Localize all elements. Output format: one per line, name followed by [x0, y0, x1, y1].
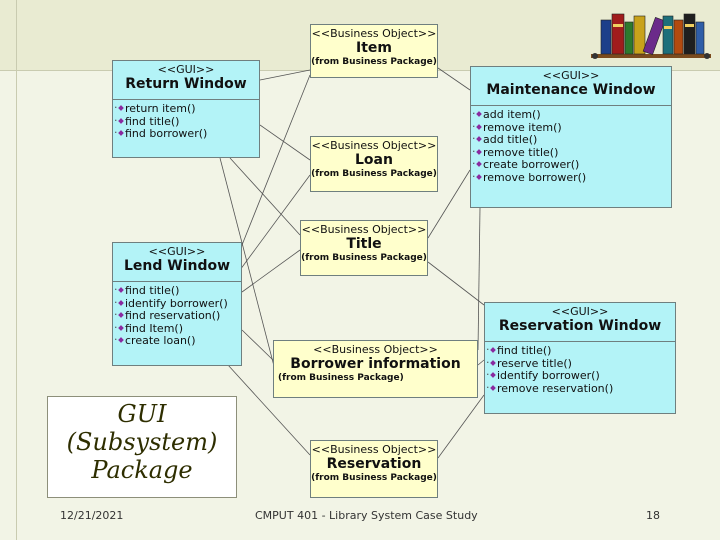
operation: remove borrower()	[472, 171, 671, 185]
link-lend-reservation	[227, 364, 311, 456]
from-label: (from Business Package)	[311, 473, 437, 483]
operation-icon	[490, 384, 496, 391]
caption-line: (Subsystem)	[66, 428, 218, 456]
stereotype-label: <<Business Object>>	[311, 27, 437, 40]
package-caption: GUI (Subsystem) Package	[47, 396, 237, 498]
return-window-class: <<GUI>> Return Window return item() find…	[112, 60, 260, 158]
operation-icon	[476, 123, 482, 130]
class-name: Reservation	[326, 456, 422, 472]
operation-icon	[490, 372, 496, 378]
operation: add item()	[472, 108, 671, 122]
link-lend-borrower	[241, 329, 274, 361]
stereotype-label: <<GUI>>	[542, 69, 600, 82]
footer-title: CMPUT 401 - Library System Case Study	[255, 509, 478, 522]
operation: create borrower()	[472, 158, 671, 172]
operation: remove title()	[472, 146, 671, 160]
lend-window-class: <<GUI>> Lend Window find title() identif…	[112, 242, 242, 366]
borrower-information-class: <<Business Object>> Borrower information…	[273, 340, 478, 398]
stereotype-label: <<GUI>>	[157, 63, 215, 76]
link-return-loan	[259, 124, 311, 161]
stereotype-label: <<GUI>>	[148, 245, 206, 258]
link-resv-title	[427, 261, 485, 306]
link-return-item	[259, 69, 311, 81]
operation-icon	[118, 105, 124, 111]
loan-class: <<Business Object>> Loan (from Business …	[310, 136, 438, 192]
stereotype-label: <<GUI>>	[551, 305, 609, 318]
link-maint-title	[427, 169, 471, 239]
link-lend-loan	[239, 174, 311, 271]
operation: find reservation()	[114, 309, 241, 323]
from-label: (from Business Package)	[311, 57, 437, 67]
class-name: Reservation Window	[498, 318, 662, 334]
title-class: <<Business Object>> Title (from Business…	[300, 220, 428, 276]
operation: return item()	[114, 102, 259, 116]
caption-line: GUI	[117, 400, 167, 428]
link-return-borrower	[219, 157, 276, 371]
footer-date: 12/21/2021	[60, 509, 124, 522]
reservation-window-class: <<GUI>> Reservation Window find title() …	[484, 302, 676, 414]
operation: reserve title()	[486, 357, 675, 371]
class-name: Loan	[355, 152, 393, 168]
operation: find title()	[486, 344, 675, 358]
operation-icon	[118, 312, 124, 318]
link-return-title	[229, 157, 301, 236]
link-resv-reservation	[437, 394, 485, 459]
stereotype-label: <<Business Object>>	[301, 223, 427, 236]
operation-icon	[118, 287, 124, 293]
caption-line: Package	[91, 456, 193, 484]
class-name: Lend Window	[123, 258, 231, 274]
class-name: Item	[356, 40, 392, 56]
operation-icon	[118, 337, 124, 343]
class-name: Borrower information	[290, 356, 461, 372]
left-rule	[16, 0, 17, 540]
operation: identify borrower()	[486, 369, 675, 383]
from-label: (from Business Package)	[311, 169, 437, 179]
stereotype-label: <<Business Object>>	[311, 139, 437, 152]
class-name: Maintenance Window	[486, 82, 656, 98]
reservation-class: <<Business Object>> Reservation (from Bu…	[310, 440, 438, 498]
operation-icon	[490, 347, 496, 353]
operation: find title()	[114, 115, 259, 129]
operation: identify borrower()	[114, 297, 241, 311]
operation-icon	[476, 136, 482, 142]
from-label: (from Business Package)	[278, 373, 404, 383]
operation-icon	[118, 324, 124, 331]
operation-icon	[490, 359, 496, 366]
operation-icon	[118, 130, 124, 136]
stereotype-label: <<Business Object>>	[313, 343, 438, 356]
operation-icon	[476, 111, 482, 117]
class-name: Return Window	[125, 76, 247, 92]
stereotype-label: <<Business Object>>	[311, 443, 437, 456]
item-class: <<Business Object>> Item (from Business …	[310, 24, 438, 78]
link-maint-borrower	[477, 207, 481, 351]
link-maint-item	[437, 67, 471, 91]
operation-icon	[476, 148, 482, 155]
operation: find Item()	[114, 322, 241, 336]
maintenance-window-class: <<GUI>> Maintenance Window add item() re…	[470, 66, 672, 208]
class-name: Title	[346, 236, 382, 252]
operation: remove item()	[472, 121, 671, 135]
operation: add title()	[472, 133, 671, 147]
link-resv-borrower	[477, 359, 485, 366]
operation-icon	[476, 161, 482, 167]
link-lend-item	[239, 74, 311, 251]
operation-icon	[476, 173, 482, 180]
operation: find borrower()	[114, 127, 259, 141]
from-label: (from Business Package)	[301, 253, 427, 263]
link-lend-title	[241, 249, 301, 293]
books-icon	[591, 13, 711, 59]
operation: find title()	[114, 284, 241, 298]
page-number: 18	[646, 509, 660, 522]
operation: create loan()	[114, 334, 241, 348]
operation: remove reservation()	[486, 382, 675, 396]
operation-icon	[118, 299, 124, 306]
operation-icon	[118, 117, 124, 124]
